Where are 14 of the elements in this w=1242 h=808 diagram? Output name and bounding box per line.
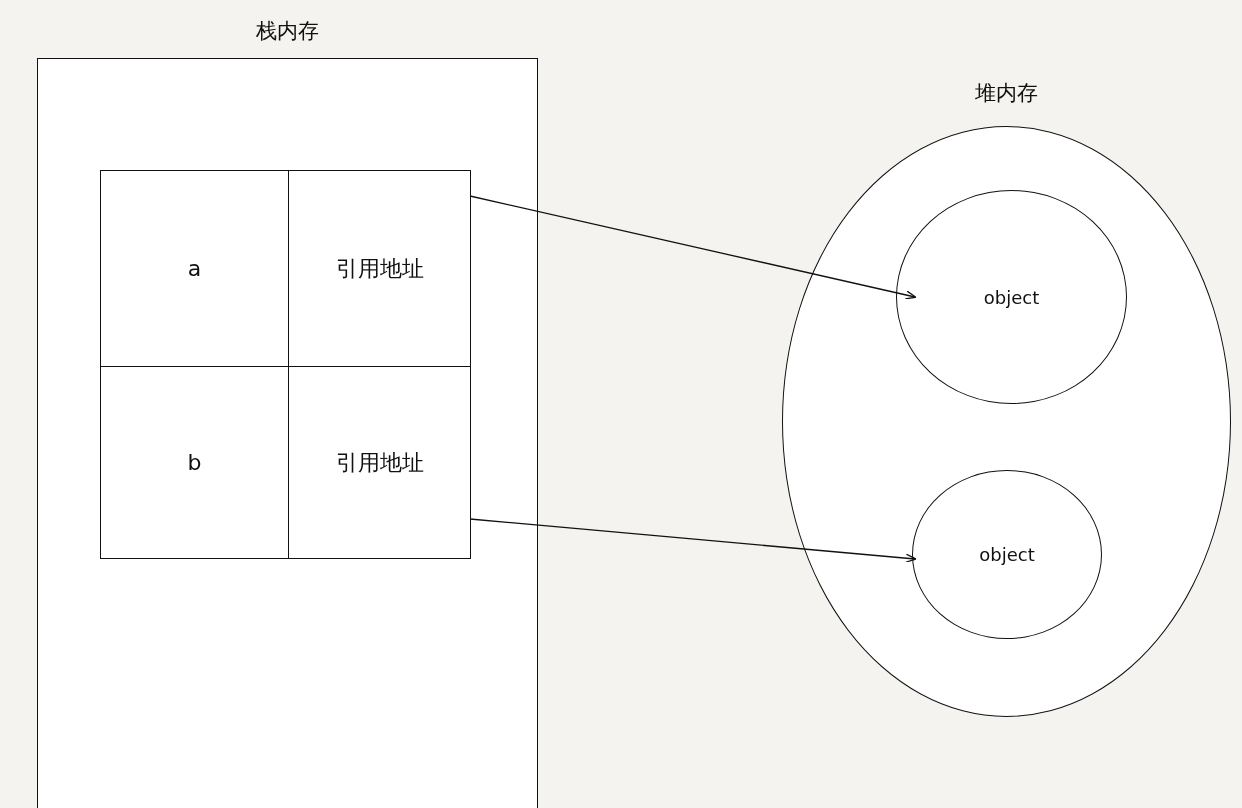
node-label: a — [187, 256, 202, 281]
reference-cell — [288, 366, 471, 559]
node-label: 引用地址 — [335, 254, 424, 283]
node-label: object — [983, 286, 1040, 308]
variable-cell — [100, 170, 289, 367]
node-label: object — [979, 544, 1035, 565]
arrow — [469, 195, 917, 300]
node-label: b — [187, 450, 202, 475]
node-label: 引用地址 — [335, 448, 424, 477]
memory-title: 栈内存 — [256, 19, 319, 43]
reference-cell — [288, 170, 471, 367]
variable-cell — [100, 366, 289, 559]
memory-title: 堆内存 — [975, 81, 1038, 105]
arrow — [469, 518, 917, 563]
